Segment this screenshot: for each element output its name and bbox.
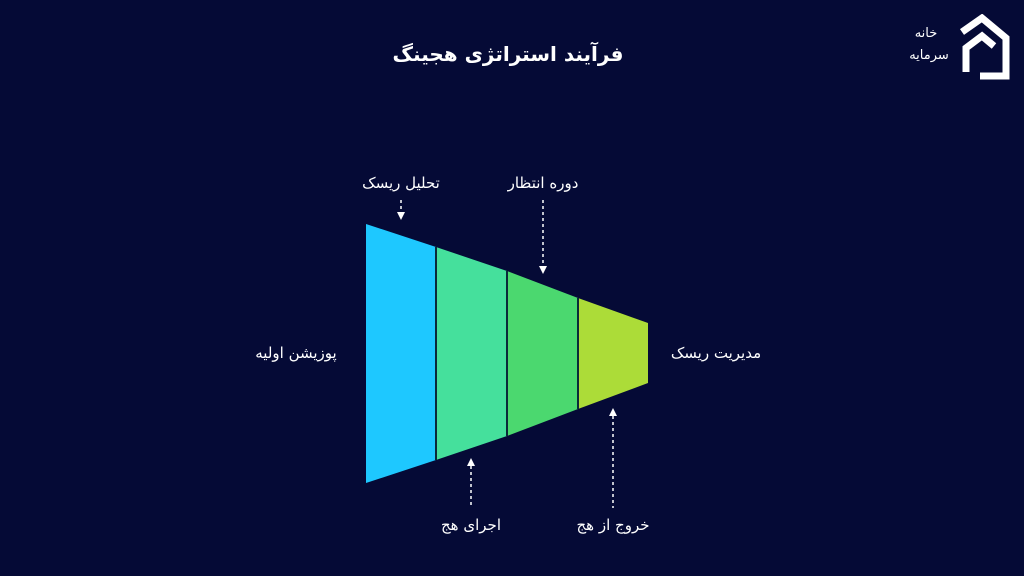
- page-title: فرآیند استراتژی هجینگ: [392, 42, 624, 66]
- label-hedge-execution: اجرای هج: [441, 516, 501, 534]
- funnel-segment-4: [578, 298, 648, 409]
- arrow-waiting-period: [539, 200, 547, 274]
- label-waiting-period: دوره انتظار: [507, 174, 579, 192]
- logo-text-line1: خانه: [914, 26, 938, 41]
- arrow-hedge-exit: [609, 408, 617, 508]
- label-hedge-exit: خروج از هج: [576, 516, 650, 534]
- arrow-risk-analysis: [397, 200, 405, 220]
- funnel-segment-1: [366, 224, 436, 483]
- logo: خانه سرمایه: [896, 14, 1014, 86]
- funnel-segment-2: [436, 247, 507, 460]
- arrow-hedge-execution: [467, 458, 475, 508]
- label-risk-management: مدیریت ریسک: [670, 344, 762, 362]
- logo-house-icon: [959, 14, 1010, 80]
- label-risk-analysis: تحلیل ریسک: [362, 174, 440, 192]
- logo-text-line2: سرمایه: [909, 48, 949, 63]
- label-initial-position: پوزیشن اولیه: [255, 344, 337, 362]
- funnel-segment-3: [507, 271, 578, 436]
